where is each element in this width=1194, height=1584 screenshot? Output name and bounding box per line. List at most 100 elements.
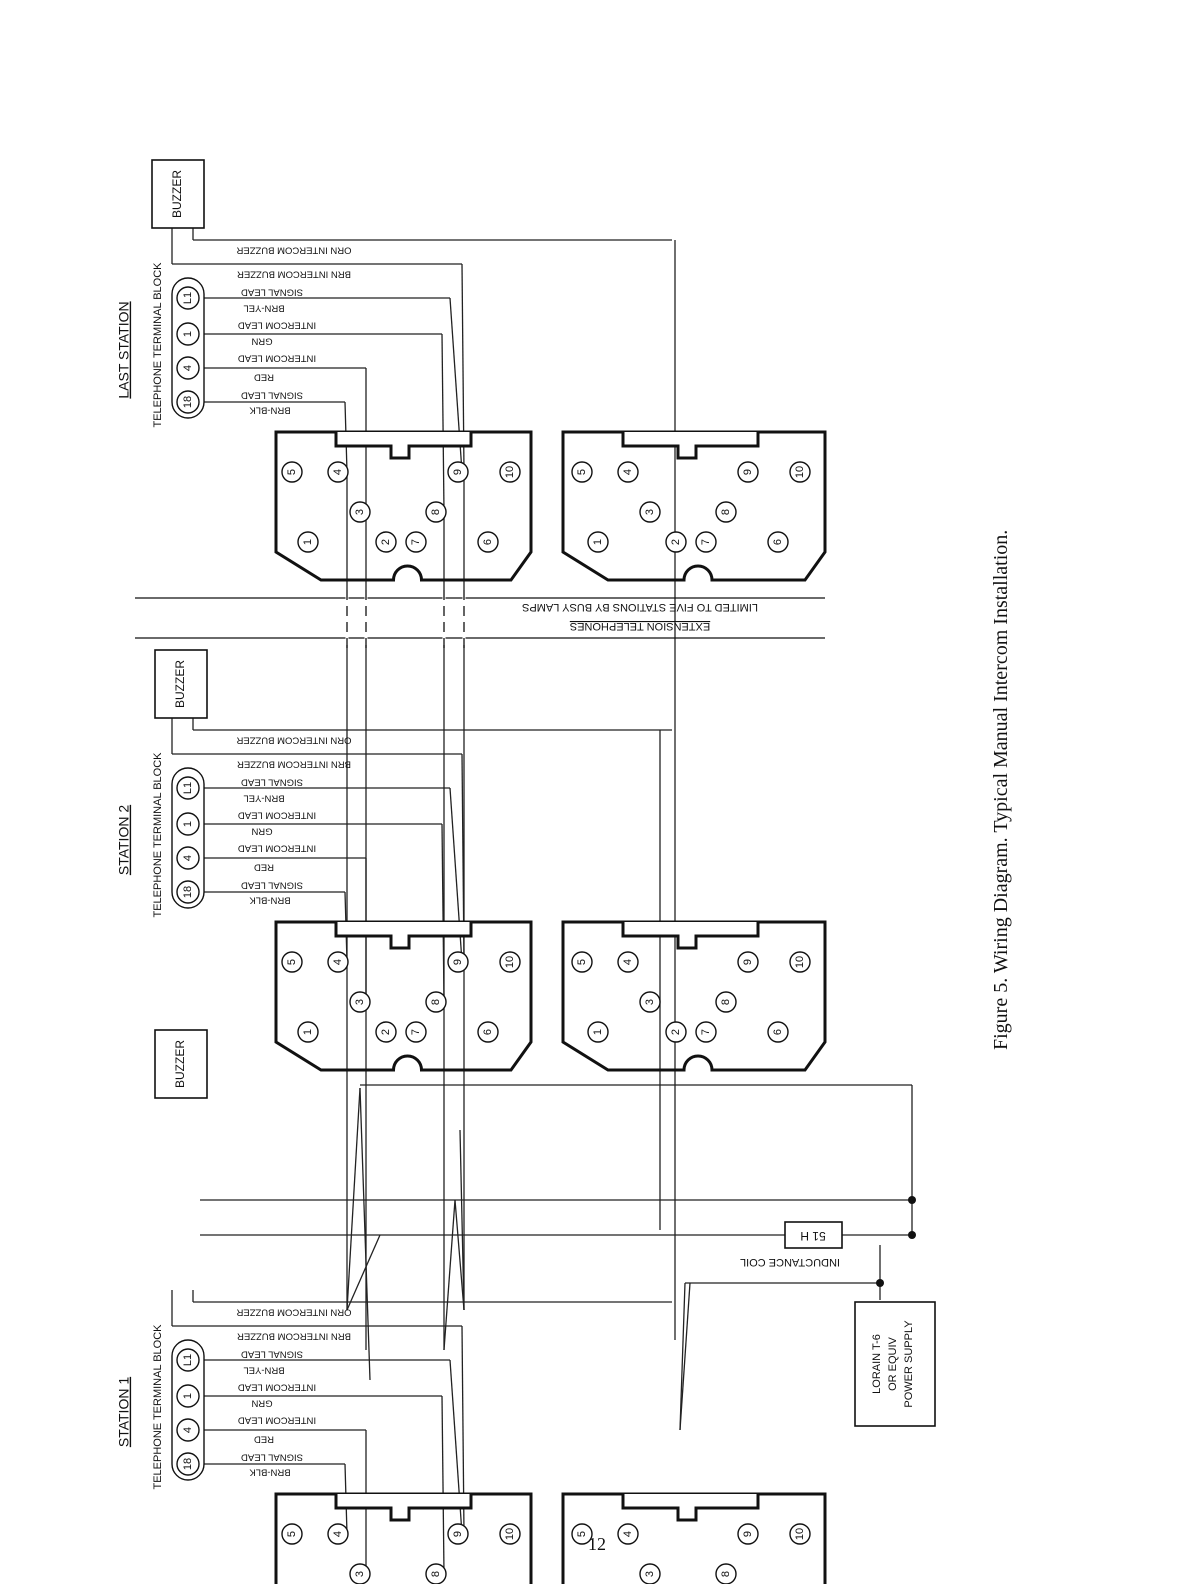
jack-pin-label-7: 7 — [410, 539, 422, 545]
jack-pin-label-9: 9 — [452, 959, 464, 965]
wire-label: BRN-YEL — [243, 1364, 284, 1375]
jack-pin-3 — [349, 1563, 371, 1584]
terminal-L1 — [176, 1348, 200, 1372]
wire-label: GRN — [251, 1397, 272, 1408]
wire-label: BRN-YEL — [243, 302, 284, 313]
fan-wire — [443, 1199, 456, 1351]
jack-pin-8 — [425, 1563, 447, 1584]
jack-pin-2 — [665, 531, 687, 553]
terminal-block-label: TELEPHONE TERMINAL BLOCK — [152, 1324, 164, 1490]
jack-pin-2 — [665, 1021, 687, 1043]
station-title: LAST STATION — [116, 301, 132, 398]
jack-pin-label-8: 8 — [720, 509, 732, 515]
wire-label: BRN-BLK — [249, 404, 291, 415]
jack-pin-4 — [617, 1523, 639, 1545]
terminal-block — [171, 1339, 205, 1481]
wire-label: RED — [254, 371, 274, 382]
jack-pin-label-4: 4 — [622, 959, 634, 965]
jack-pin-7 — [695, 531, 717, 553]
jack-pin-4 — [617, 951, 639, 973]
jack-pin-5 — [571, 1523, 593, 1545]
jack-pin-label-4: 4 — [622, 469, 634, 475]
wire-grn — [441, 333, 445, 513]
jack-pin-6 — [477, 531, 499, 553]
jack-pin-label-6: 6 — [482, 539, 494, 545]
jack-pin-label-9: 9 — [742, 1531, 754, 1537]
wire-grn — [441, 1395, 445, 1575]
jack-pin-7 — [695, 1021, 717, 1043]
terminal-label-4: 4 — [182, 855, 194, 861]
jack-pin-6 — [767, 531, 789, 553]
terminal-1 — [176, 1384, 200, 1408]
junction-dot — [876, 1279, 884, 1287]
jack-pin-label-3: 3 — [644, 509, 656, 515]
jack-pin-6 — [767, 1021, 789, 1043]
jack-pin-1 — [587, 531, 609, 553]
terminal-label-L1: L1 — [182, 292, 194, 304]
terminal-block-label: TELEPHONE TERMINAL BLOCK — [152, 752, 164, 918]
wire-label: SIGNAL LEAD — [241, 776, 303, 787]
jack-pin-6 — [477, 1021, 499, 1043]
jack-pin-1 — [297, 1021, 319, 1043]
wire-label: BRN-BLK — [249, 1466, 291, 1477]
jack-pin-10 — [499, 951, 521, 973]
wire-label: BRN-YEL — [243, 792, 284, 803]
fan-wire — [679, 1282, 691, 1431]
jack-pin-8 — [715, 501, 737, 523]
jack-pin-4 — [327, 461, 349, 483]
station-title: STATION 2 — [116, 805, 132, 875]
terminal-block — [171, 767, 205, 909]
wire-label: RED — [254, 861, 274, 872]
jack-pin-4 — [327, 951, 349, 973]
wire-label: SIGNAL LEAD — [241, 286, 303, 297]
terminal-label-1: 1 — [182, 331, 194, 337]
jack-pin-9 — [447, 951, 469, 973]
jack-pin-label-2: 2 — [380, 539, 392, 545]
jack-pin-label-8: 8 — [430, 999, 442, 1005]
terminal-label-L1: L1 — [182, 1354, 194, 1366]
jack-pin-label-1: 1 — [302, 1029, 314, 1035]
wire-label: INTERCOM LEAD — [238, 1414, 316, 1425]
buzzer-label: BUZZER — [173, 660, 187, 708]
jack-pin-5 — [571, 951, 593, 973]
jack-pin-label-6: 6 — [482, 1029, 494, 1035]
jack-pin-10 — [789, 461, 811, 483]
wire-label: ORN INTERCOM BUZZER — [236, 1306, 351, 1317]
jack-pin-label-1: 1 — [592, 1029, 604, 1035]
junction-dot — [908, 1196, 916, 1204]
terminal-18 — [176, 1452, 200, 1476]
supply-lead — [679, 1282, 686, 1431]
wire-label: SIGNAL LEAD — [241, 389, 303, 400]
jack-pin-8 — [425, 501, 447, 523]
jack-pin-3 — [639, 501, 661, 523]
terminal-18 — [176, 390, 200, 414]
terminal-4 — [176, 846, 200, 870]
buzzer-box — [154, 649, 208, 719]
wire-label: INTERCOM LEAD — [238, 319, 316, 330]
jack-pin-5 — [281, 1523, 303, 1545]
jack-pin-label-2: 2 — [670, 539, 682, 545]
terminal-label-4: 4 — [182, 1427, 194, 1433]
terminal-block-label: TELEPHONE TERMINAL BLOCK — [152, 262, 164, 428]
jack-pin-8 — [715, 991, 737, 1013]
terminal-label-1: 1 — [182, 1393, 194, 1399]
jack-pin-label-6: 6 — [772, 1029, 784, 1035]
jack-pin-label-10: 10 — [794, 466, 806, 478]
jack-pin-label-9: 9 — [742, 469, 754, 475]
jack-pin-label-3: 3 — [644, 1571, 656, 1577]
wires — [171, 228, 913, 1575]
buzzer-label: BUZZER — [173, 1040, 187, 1088]
jack-pin-9 — [447, 1523, 469, 1545]
terminal-label-L1: L1 — [182, 782, 194, 794]
jack-pin-10 — [789, 1523, 811, 1545]
terminal-label-18: 18 — [182, 396, 194, 408]
jack-pin-label-8: 8 — [720, 999, 732, 1005]
jack-pin-label-4: 4 — [332, 959, 344, 965]
jack-pin-2 — [375, 531, 397, 553]
jack-pin-label-7: 7 — [700, 1029, 712, 1035]
jack-pin-label-10: 10 — [504, 1528, 516, 1540]
